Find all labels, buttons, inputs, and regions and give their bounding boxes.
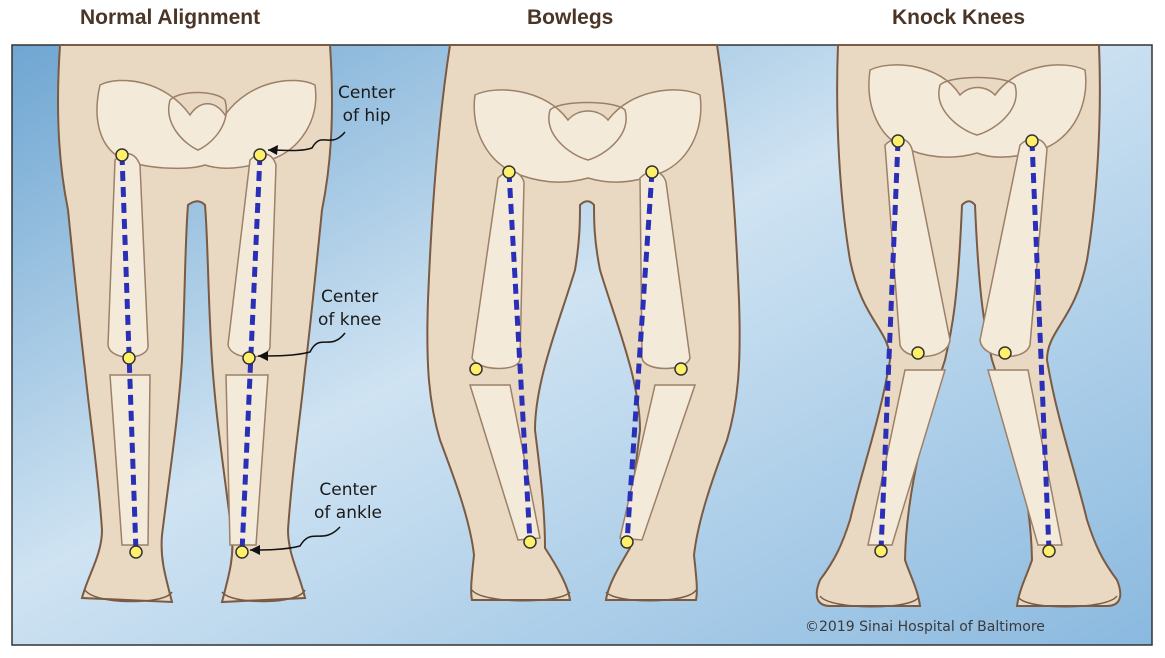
left-foot [471,589,571,602]
joint-center-hip [502,165,516,179]
panel-title-bowlegs: Bowlegs [527,6,614,29]
figure-bowlegs [426,44,741,602]
figure-normal-alignment [57,44,346,604]
callout-line: Center [338,83,396,103]
left-tibia [109,374,151,546]
joint-center-knee [469,362,483,376]
joint-center-knee [242,351,256,365]
joint-center-hip [253,148,267,162]
sacrum [938,76,1017,136]
callout-line: Center [321,287,379,307]
sacrum [548,101,627,161]
arrow-icon [250,545,260,555]
arrow-icon [268,145,278,155]
left-foot [819,595,919,608]
left-tibia [468,384,541,541]
callout-line: of knee [318,310,382,330]
callout-center-of-knee: Center of knee [318,286,381,332]
right-mechanical-axis [624,171,655,543]
right-mechanical-axis [1029,140,1052,552]
joint-center-ankle [1042,544,1056,558]
copyright-notice: ©2019 Sinai Hospital of Baltimore [805,619,1045,635]
joint-center-knee [122,351,136,365]
figure-knock-knees [815,44,1122,608]
arrow-icon [258,351,268,361]
right-tibia [619,384,697,541]
callout-line: Center [319,480,377,500]
arrow-icon [267,131,346,152]
left-foot [84,589,173,603]
callout-center-of-ankle: Center of ankle [314,479,382,525]
panel-title-knock-knees: Knock Knees [892,6,1026,29]
callout-center-of-hip: Center of hip [338,82,395,128]
arrow-icon [257,332,346,357]
right-tibia [987,369,1063,546]
right-foot [221,589,306,603]
sacrum [167,91,228,151]
joint-center-knee [911,346,925,360]
joint-center-ankle [620,535,634,549]
left-mechanical-axis [506,171,533,543]
joint-center-ankle [874,544,888,558]
joint-center-hip [115,148,129,162]
joint-center-ankle [523,535,537,549]
left-tibia [867,369,947,546]
callout-line: of ankle [314,503,383,523]
callout-line: of hip [342,106,391,126]
joint-center-hip [645,165,659,179]
joint-center-hip [1025,134,1039,148]
joint-center-knee [674,362,688,376]
left-mechanical-axis [878,140,901,552]
right-foot [1018,595,1118,608]
panel-title-normal-alignment: Normal Alignment [80,6,261,29]
joint-center-ankle [235,545,249,559]
joint-center-knee [998,346,1012,360]
joint-center-hip [891,134,905,148]
joint-center-ankle [129,545,143,559]
right-foot [605,589,697,602]
arrow-icon [249,526,341,551]
